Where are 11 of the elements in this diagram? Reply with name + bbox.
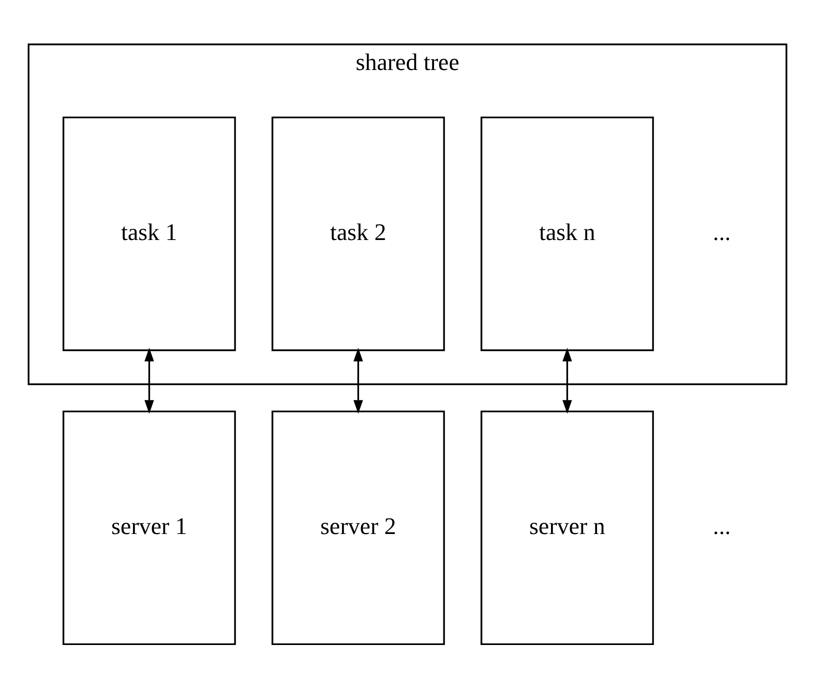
node-box: server 1	[62, 410, 236, 646]
label: ...	[712, 514, 731, 540]
node-box: task 2	[272, 116, 445, 352]
node-box: task n	[480, 116, 654, 352]
arrow	[562, 348, 572, 414]
arrow	[144, 348, 154, 414]
node-box: task 1	[62, 116, 236, 352]
node-box: server 2	[272, 410, 445, 646]
label: ...	[712, 220, 731, 246]
node-box: server n	[480, 410, 654, 646]
arrow	[353, 348, 363, 414]
